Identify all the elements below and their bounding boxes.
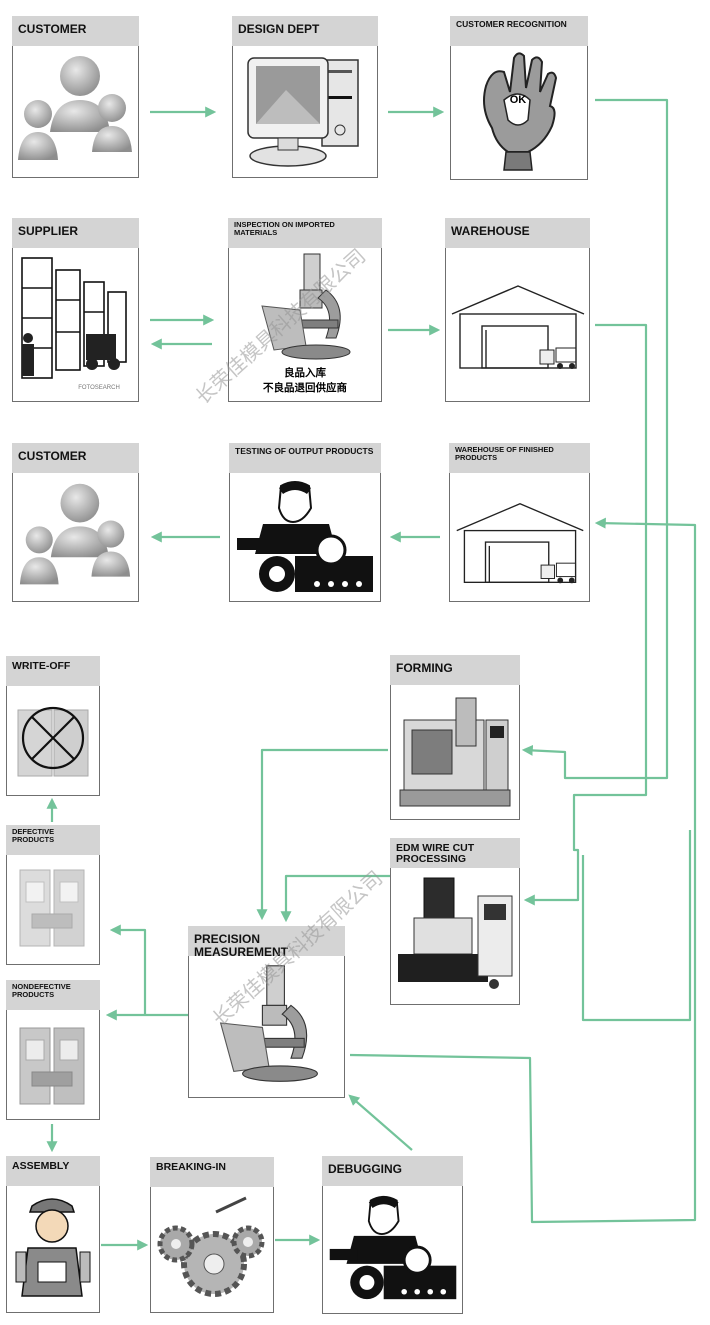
- label-debugging: DEBUGGING: [322, 1156, 463, 1186]
- label-precision: PRECISION MEASUREMENT: [188, 926, 345, 958]
- label-forming: FORMING: [390, 655, 520, 685]
- people-icon: [18, 56, 132, 160]
- arrow-precision-to-finished-warehouse: [349, 517, 697, 1224]
- microscope-icon: [261, 253, 351, 360]
- arrow-edm-loop: [581, 830, 692, 1022]
- edm-machine-icon: [398, 877, 513, 989]
- arrow-warehouse-to-edm: [523, 323, 648, 906]
- mold-part-icon: [19, 1027, 85, 1105]
- arrow-forming-to-precision: [256, 748, 388, 921]
- microscope-icon: [219, 965, 318, 1082]
- label-assembly: ASSEMBLY: [6, 1156, 100, 1186]
- rejected-part-icon: [17, 706, 89, 777]
- inspection-caption-2: 不良品退回供应商: [263, 382, 347, 394]
- ok-badge-text: OK: [509, 94, 527, 106]
- label-supplier: SUPPLIER: [12, 218, 139, 248]
- supplier-credit: FOTOSEARCH: [78, 385, 120, 391]
- label-customer-top: CUSTOMER: [12, 16, 139, 46]
- arrow-edm-to-precision: [280, 874, 400, 923]
- node-inspection: [228, 218, 382, 402]
- cnc-machine-icon: [399, 697, 511, 807]
- gears-icon: [157, 1196, 265, 1297]
- people-icon: [19, 483, 131, 585]
- arrow-debugging-to-precision: [348, 1094, 413, 1151]
- label-warehouse-finished: WAREHOUSE OF FINISHED PRODUCTS: [449, 443, 590, 473]
- label-write-off: WRITE-OFF: [6, 656, 100, 686]
- label-edm: EDM WIRE CUT PROCESSING: [390, 838, 520, 868]
- label-design-dept: DESIGN DEPT: [232, 16, 378, 46]
- label-breaking-in: BREAKING-IN: [150, 1157, 274, 1187]
- arrow-recognition-to-forming: [521, 98, 669, 780]
- warehouse-icon: [451, 285, 585, 369]
- label-nondefective: NONDEFECTIVE PRODUCTS: [6, 980, 100, 1010]
- label-defective: DEFECTIVE PRODUCTS: [6, 825, 100, 855]
- label-inspection: INSPECTION ON IMPORTED MATERIALS: [228, 218, 382, 248]
- warehouse-icon: [456, 503, 584, 584]
- forklift-warehouse-icon: [21, 257, 127, 379]
- arrow-precision-to-defective: [109, 924, 147, 1015]
- mold-part-icon: [19, 869, 85, 947]
- computer-icon: [247, 57, 359, 167]
- worker-machine-icon: [329, 1195, 457, 1300]
- label-customer-mid: CUSTOMER: [12, 443, 139, 473]
- label-testing-output: TESTING OF OUTPUT PRODUCTS: [229, 443, 381, 473]
- node-warehouse: [445, 218, 590, 402]
- ok-hand-icon: [483, 52, 558, 171]
- worker-machine-icon: [237, 481, 373, 592]
- label-customer-recognition: CUSTOMER RECOGNITION: [450, 16, 588, 46]
- label-warehouse: WAREHOUSE: [445, 218, 590, 248]
- inspection-caption-1: 良品入库: [284, 367, 326, 379]
- mechanic-icon: [15, 1198, 91, 1297]
